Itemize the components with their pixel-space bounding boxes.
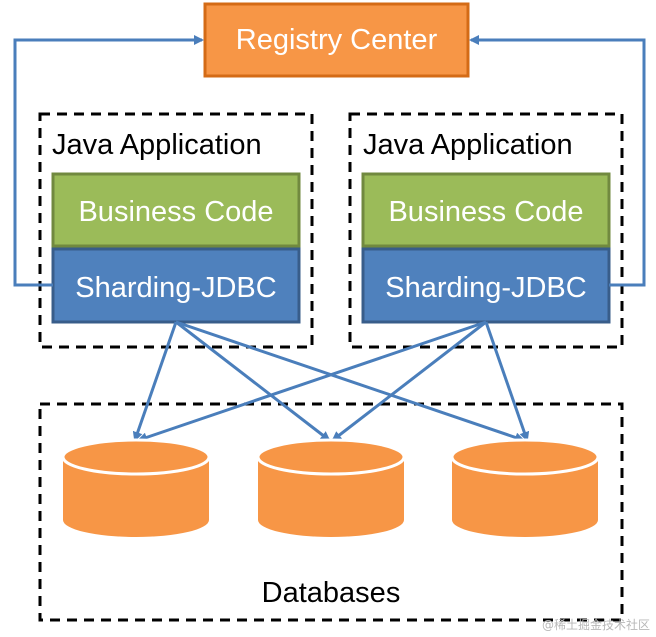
arrow-left-to-db2 xyxy=(175,320,331,442)
arrow-right-to-db1 xyxy=(137,320,487,443)
business-code-left: Business Code xyxy=(51,172,301,248)
arrow-right-to-db2 xyxy=(331,320,487,442)
registry-center-label: Registry Center xyxy=(236,24,438,56)
app-container-left xyxy=(38,112,314,349)
business-code-right: Business Code xyxy=(361,172,611,248)
arrow-left-to-db3 xyxy=(175,320,525,443)
databases-container xyxy=(38,402,624,622)
app-title-right: Java Application xyxy=(363,129,573,161)
database-cylinder-2 xyxy=(256,438,406,537)
database-cylinder-3 xyxy=(450,438,600,537)
arrow-right-to-db3 xyxy=(484,321,530,442)
sharding-jdbc-right: Sharding-JDBC xyxy=(361,247,611,324)
watermark: @稀土掘金技术社区 xyxy=(541,618,650,632)
app-title-left: Java Application xyxy=(52,129,262,161)
business-code-right-label: Business Code xyxy=(388,196,583,228)
databases-label: Databases xyxy=(262,577,401,609)
business-code-left-label: Business Code xyxy=(78,196,273,228)
app-container-right xyxy=(348,112,624,349)
arrow-left-to-db1 xyxy=(132,321,178,442)
registry-link-left xyxy=(13,35,204,287)
registry-link-right xyxy=(469,35,646,287)
sharding-jdbc-left: Sharding-JDBC xyxy=(51,247,301,324)
sharding-jdbc-right-label: Sharding-JDBC xyxy=(385,272,586,304)
sharding-jdbc-left-label: Sharding-JDBC xyxy=(75,272,276,304)
database-cylinder-1 xyxy=(61,438,211,537)
registry-center: Registry Center xyxy=(203,2,470,78)
